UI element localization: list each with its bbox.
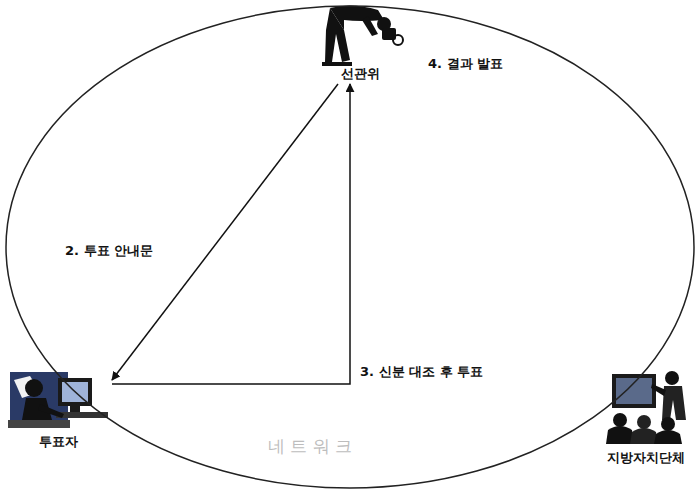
- actor-node: 투표자: [4, 360, 112, 452]
- local-government-figure: [606, 371, 686, 444]
- actor-label: 선관위: [341, 66, 380, 82]
- actor-node: 선관위: [316, 4, 404, 84]
- photographer-figure: [322, 5, 403, 66]
- actor-label: 투표자: [39, 434, 78, 450]
- edge-label: 2. 투표 안내문: [63, 243, 155, 259]
- connector-arrow: [112, 84, 350, 384]
- watermark-text: 네 트 워 크: [268, 438, 352, 454]
- voter-figure: [8, 372, 108, 428]
- actor-node: 지방자치단체: [596, 364, 696, 468]
- edge-label: 3. 신분 대조 후 투표: [358, 364, 485, 380]
- connector-arrow: [112, 84, 338, 380]
- actor-label: 지방자치단체: [607, 450, 685, 466]
- note-label: 4. 결과 발표: [428, 56, 503, 72]
